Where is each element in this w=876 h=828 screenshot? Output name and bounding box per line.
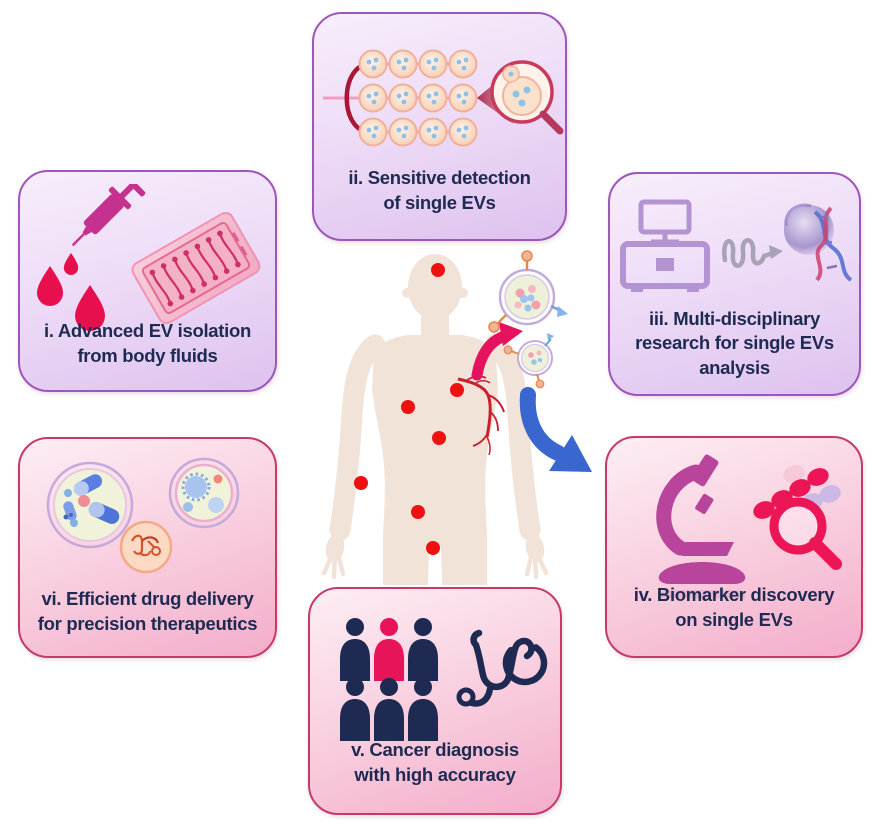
- analyzer-instrument-icon: [619, 199, 710, 292]
- box-drug-delivery: vi. Efficient drug delivery for precisio…: [18, 437, 277, 658]
- signal-wave-arrow-icon: [721, 238, 783, 268]
- box-ii-caption: ii. Sensitive detection of single EVs: [348, 167, 531, 213]
- box-multidisciplinary: iii. Multi-disciplinary research for sin…: [608, 172, 861, 396]
- magnifier-icon: [769, 497, 842, 570]
- human-body-silhouette: [321, 254, 549, 585]
- box-vi-caption: vi. Efficient drug delivery for precisio…: [37, 588, 258, 634]
- box-v-caption: v. Cancer diagnosis with high accuracy: [351, 739, 519, 785]
- box-sensitive-detection: ii. Sensitive detection of single EVs: [312, 12, 567, 241]
- box-iv-caption: iv. Biomarker discovery on single EVs: [633, 584, 835, 630]
- microfluidic-chip-icon: [131, 211, 260, 325]
- biomarker-illustration: [614, 454, 842, 598]
- ev-release-arrow: [471, 322, 523, 381]
- released-ev-large: [488, 250, 568, 333]
- diagnosis-illustration: [340, 618, 548, 741]
- ev-flow-channel-icon: [322, 49, 563, 147]
- stethoscope-icon: [456, 629, 548, 707]
- patient-group-icon: [340, 618, 438, 741]
- released-ev-small: [503, 333, 554, 389]
- multidisciplinary-illustration: [619, 199, 852, 292]
- blood-drop-icon: [63, 253, 78, 275]
- box-biomarker-discovery: iv. Biomarker discovery on single EVs: [605, 436, 863, 658]
- blood-drop-icon: [36, 266, 63, 306]
- syringe-icon: [71, 184, 145, 247]
- right-arm: [484, 334, 541, 541]
- left-arm: [329, 334, 386, 541]
- ev-particles: [358, 49, 477, 147]
- drug-delivery-illustration: [46, 457, 239, 574]
- rna-vesicle-icon: [119, 520, 172, 574]
- analysis-arrow: [519, 387, 592, 472]
- magnifier-single-ev-icon: [489, 60, 563, 135]
- tumor-site-dots: [354, 263, 464, 555]
- drug-loaded-vesicle-icon: [46, 461, 133, 549]
- box-iii-caption: iii. Multi-disciplinary research for sin…: [635, 307, 834, 378]
- box-ev-isolation: i. Advanced EV isolation from body fluid…: [18, 170, 277, 392]
- box-cancer-diagnosis: v. Cancer diagnosis with high accuracy: [308, 587, 562, 815]
- human-figure-illustration: [321, 250, 592, 585]
- ev-dna-icon: [783, 203, 852, 282]
- ev-isolation-illustration: [36, 184, 260, 331]
- nanoparticle-vesicle-icon: [168, 457, 239, 529]
- microscope-icon: [656, 454, 746, 584]
- box-i-caption: i. Advanced EV isolation from body fluid…: [44, 320, 251, 366]
